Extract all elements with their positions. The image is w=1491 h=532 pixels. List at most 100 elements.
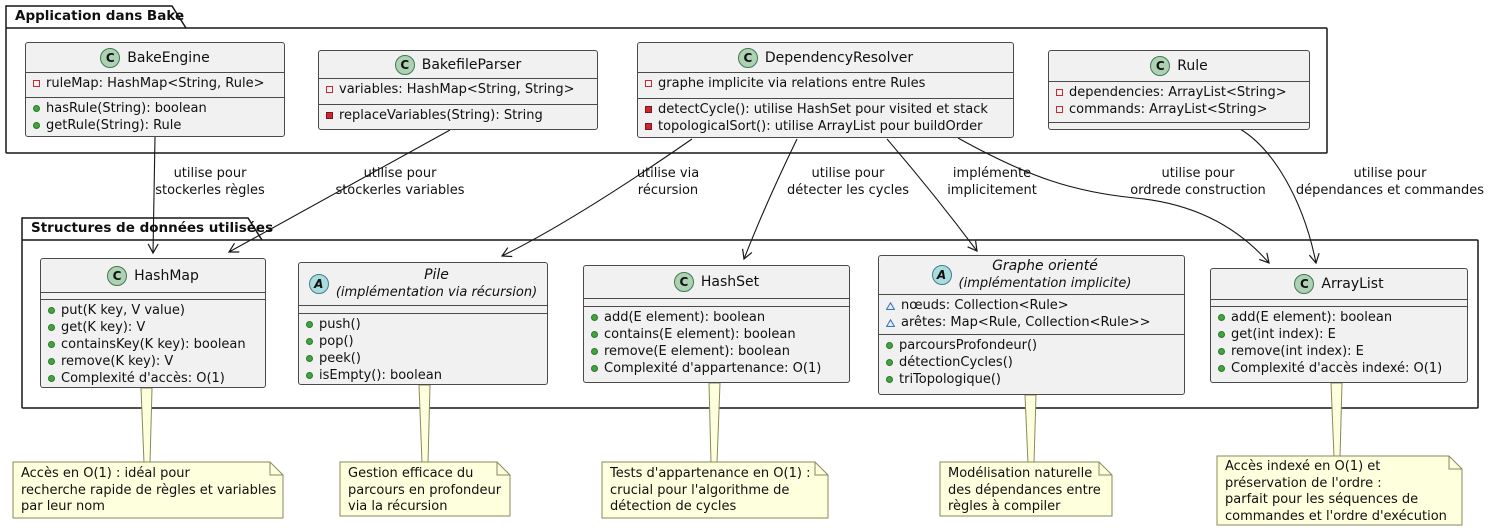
note-connector-hashmap [140,387,153,464]
note-line: règles à compiler [948,499,1061,514]
note-connector-hashset [708,382,721,464]
method: containsKey(K key): boolean [61,337,246,352]
method: pop() [319,334,354,349]
note-shape-graphe [939,461,1113,517]
private-field-icon [1056,89,1063,96]
note-connector-graphe [1024,394,1037,464]
edge-label-line: utilise pour [811,166,885,181]
method: getRule(String): Rule [46,118,182,133]
note-line: Tests d'appartenance en O(1) : [610,466,811,481]
field: graphe implicite via relations entre Rul… [658,76,926,91]
method: remove(int index): E [1231,344,1364,359]
edge-label-line: utilise pour [1161,166,1235,181]
package-structures-outline [21,217,1479,409]
class-pile: A Pile (implémentation via récursion) pu… [298,262,548,385]
method: peek() [319,351,361,366]
note-arraylist: Accès indexé en O(1) et préservation de … [1225,459,1447,525]
class-name: HashSet [700,274,760,290]
package-app-outline [5,5,1328,154]
class-dependencyresolver: C DependencyResolver graphe implicite vi… [637,42,1014,138]
class-subtitle: (implémentation implicite) [958,276,1132,291]
private-method-icon [326,112,333,119]
public-method-icon [48,324,55,331]
note-line: parfait pour les séquences de [1225,492,1419,507]
field: arêtes: Map<Rule, Collection<Rule>> [901,315,1151,330]
empty-fields-compartment [584,298,849,306]
empty-fields-compartment [41,292,265,299]
class-icon: C [100,47,121,68]
public-method-icon [33,105,40,112]
edge-label-line: utilise pour [363,166,437,181]
note-pile: Gestion efficace du parcours en profonde… [348,466,501,516]
method: Complexité d'accès: O(1) [61,371,225,386]
method: replaceVariables(String): String [339,108,543,123]
class-name: ArrayList [1321,276,1384,292]
note-shape-arraylist [1216,455,1463,526]
edge-label-line: ordrede construction [1130,182,1266,198]
note-shape-pile [339,461,511,517]
method: détectionCycles() [899,355,1013,370]
private-field-icon [1056,106,1063,113]
package-private-field-icon [886,318,895,327]
method: remove(K key): V [61,354,174,369]
public-method-icon [48,307,55,314]
field: commands: ArrayList<String> [1069,102,1268,117]
note-line: Modélisation naturelle [948,466,1093,481]
method: get(int index): E [1231,327,1336,342]
class-icon: C [673,272,694,292]
note-line: parcours en profondeur [348,482,502,498]
class-bakefileparser: C BakefileParser variables: HashMap<Stri… [318,50,598,130]
empty-fields-compartment [299,305,547,313]
abstract-class-icon: A [308,274,329,294]
edge-label-line: utilise pour [1353,166,1427,181]
edge-label: utilise pour stockerles règles [155,166,265,199]
method: Complexité d'accès indexé: O(1) [1231,361,1443,376]
note-shape-hashset [601,461,829,519]
note-line: commandes et l'ordre d'exécution [1225,508,1447,524]
public-method-icon [306,321,313,328]
class-name: Graphe orienté [992,258,1098,274]
note-line: détection de cycles [610,499,737,514]
class-arraylist: C ArrayList add(E element): boolean get(… [1210,268,1468,383]
method: triTopologique() [899,372,1002,387]
method: topologicalSort(): utilise ArrayList pou… [658,119,983,134]
edge-label-line: dépendances et commandes [1295,182,1485,198]
class-icon: C [737,47,758,68]
method: hasRule(String): boolean [46,101,207,116]
note-line: Accès indexé en O(1) et [1225,459,1381,474]
public-method-icon [591,348,598,355]
edge-label: utilise pour stockerles variables [335,166,464,199]
private-field-icon [326,86,333,93]
edge-label-line: stockerles variables [335,182,465,198]
field: dependencies: ArrayList<String> [1069,85,1287,100]
field: variables: HashMap<String, String> [339,82,575,97]
public-method-icon [1218,365,1225,372]
class-name: DependencyResolver [764,49,914,66]
note-line: des dépendances entre [948,482,1101,498]
class-hashset: C HashSet add(E element): boolean contai… [583,265,850,383]
method: add(E element): boolean [604,310,766,325]
class-graphe-oriente: A Graphe orienté (implémentation implici… [878,255,1185,395]
note-line: crucial pour l'algorithme de [610,482,790,498]
class-name: BakefileParser [421,56,522,73]
class-bakeengine: C BakeEngine ruleMap: HashMap<String, Ru… [25,42,285,137]
note-hashset: Tests d'appartenance en O(1) : crucial p… [610,466,810,516]
public-method-icon [886,342,893,349]
method: detectCycle(): utilise HashSet pour visi… [658,102,988,117]
edge-label: implémente implicitement [947,166,1037,199]
class-icon: C [1294,274,1315,294]
edge-label-line: détecter les cycles [787,182,909,198]
class-icon: C [1150,56,1171,76]
public-method-icon [591,314,598,321]
edge-label: utilise pour détecter les cycles [787,166,909,199]
public-method-icon [1218,348,1225,355]
note-shape-hashmap [12,461,284,519]
public-method-icon [48,375,55,382]
edge-label-line: implicitement [947,182,1037,198]
package-title-structures: Structures de données utilisées [31,220,274,236]
public-method-icon [1218,314,1225,321]
method: Complexité d'appartenance: O(1) [604,361,822,376]
edge-label-line: stockerles règles [155,182,265,198]
package-title-app: Application dans Bake [15,8,185,24]
